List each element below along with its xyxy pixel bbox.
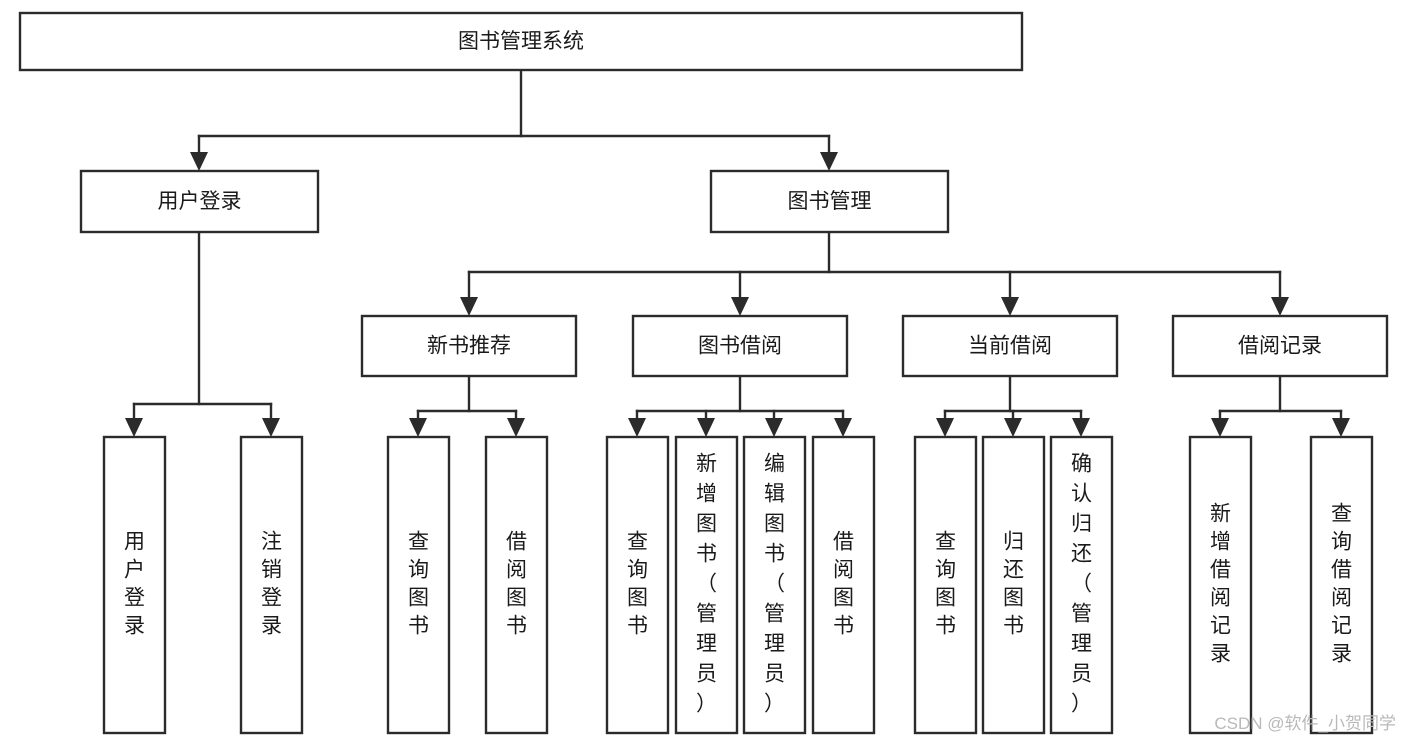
- connector-book-management-bus: [460, 230, 1289, 316]
- node-label: 新增借阅记录: [1210, 503, 1231, 666]
- node-user-login[interactable]: 用户登录: [79, 169, 320, 234]
- node-box-book-management[interactable]: [709, 169, 950, 234]
- connector-user-login-bus: [125, 230, 280, 437]
- arrow-head-icon: [1271, 297, 1289, 316]
- node-box-new-book-recommend[interactable]: [360, 314, 578, 378]
- arrow-head-icon: [820, 152, 838, 171]
- node-label: 图书管理: [788, 190, 872, 213]
- arrow-head-icon: [731, 297, 749, 316]
- node-label: 编辑图书（管理员）: [764, 453, 785, 716]
- node-borrow-record[interactable]: 借阅记录: [1171, 314, 1389, 378]
- arrow-head-icon: [409, 418, 427, 437]
- node-label: 查询图书: [935, 531, 956, 638]
- arrow-head-icon: [1004, 418, 1022, 437]
- arrow-head-icon: [1211, 418, 1229, 437]
- node-label: 新增图书（管理员）: [696, 453, 717, 716]
- node-leaf-query-borrow-record[interactable]: 查询借阅记录: [1309, 435, 1374, 735]
- node-book-management[interactable]: 图书管理: [709, 169, 950, 234]
- node-leaf-logout[interactable]: 注销登录: [239, 435, 304, 735]
- arrow-head-icon: [697, 418, 715, 437]
- node-label: 借阅图书: [833, 531, 854, 638]
- node-box-leaf-return-book[interactable]: [981, 435, 1046, 735]
- connector-current-borrow-bus: [936, 374, 1090, 437]
- node-label: 用户登录: [124, 531, 145, 638]
- node-label: 用户登录: [158, 190, 242, 213]
- node-box-leaf-confirm-return[interactable]: [1049, 435, 1114, 735]
- node-label: 注销登录: [261, 531, 282, 638]
- node-label: 图书借阅: [698, 335, 782, 358]
- node-label: 当前借阅: [968, 335, 1052, 358]
- node-book-borrow[interactable]: 图书借阅: [631, 314, 849, 378]
- node-label: 确认归还（管理员）: [1071, 453, 1092, 716]
- node-box-leaf-query-book-rec[interactable]: [386, 435, 451, 735]
- node-label: 借阅图书: [506, 531, 527, 638]
- arrow-head-icon: [125, 418, 143, 437]
- node-box-leaf-borrow-book-rec[interactable]: [484, 435, 549, 735]
- node-leaf-borrow-book-rec[interactable]: 借阅图书: [484, 435, 549, 735]
- node-leaf-query-book-current[interactable]: 查询图书: [913, 435, 978, 735]
- connector-root-bus: [190, 68, 838, 171]
- node-label: 图书管理系统: [458, 30, 584, 53]
- node-leaf-return-book[interactable]: 归还图书: [981, 435, 1046, 735]
- node-box-borrow-record[interactable]: [1171, 314, 1389, 378]
- node-current-borrow[interactable]: 当前借阅: [901, 314, 1119, 378]
- arrow-head-icon: [1072, 418, 1090, 437]
- node-leaf-add-book[interactable]: 新增图书（管理员）: [674, 435, 739, 735]
- node-box-leaf-add-book[interactable]: [674, 435, 739, 735]
- node-box-leaf-add-borrow-record[interactable]: [1188, 435, 1253, 735]
- node-leaf-user-login[interactable]: 用户登录: [102, 435, 167, 735]
- node-new-book-recommend[interactable]: 新书推荐: [360, 314, 578, 378]
- node-box-leaf-logout[interactable]: [239, 435, 304, 735]
- arrow-head-icon: [507, 418, 525, 437]
- node-label: 归还图书: [1003, 531, 1024, 638]
- node-leaf-add-borrow-record[interactable]: 新增借阅记录: [1188, 435, 1253, 735]
- arrow-head-icon: [262, 418, 280, 437]
- node-box-leaf-user-login[interactable]: [102, 435, 167, 735]
- node-label: 新书推荐: [427, 335, 511, 358]
- node-label: 查询图书: [627, 531, 648, 638]
- node-box-leaf-edit-book[interactable]: [742, 435, 807, 735]
- node-box-leaf-query-borrow-record[interactable]: [1309, 435, 1374, 735]
- node-label: 查询借阅记录: [1331, 503, 1352, 666]
- node-box-leaf-query-book-current[interactable]: [913, 435, 978, 735]
- node-box-leaf-borrow-book[interactable]: [811, 435, 876, 735]
- arrow-head-icon: [1332, 418, 1350, 437]
- arrow-head-icon: [460, 297, 478, 316]
- node-leaf-query-book-borrow[interactable]: 查询图书: [605, 435, 670, 735]
- arrow-head-icon: [1001, 297, 1019, 316]
- node-leaf-query-book-rec[interactable]: 查询图书: [386, 435, 451, 735]
- connectors-layer: [125, 68, 1350, 437]
- node-label: 查询图书: [408, 531, 429, 638]
- arrow-head-icon: [190, 152, 208, 171]
- csdn-watermark: CSDN @软件_小贺同学: [1214, 714, 1396, 733]
- node-box-user-login[interactable]: [79, 169, 320, 234]
- arrow-head-icon: [765, 418, 783, 437]
- connector-book-borrow-bus: [628, 374, 852, 437]
- node-box-leaf-query-book-borrow[interactable]: [605, 435, 670, 735]
- connector-borrow-record-bus: [1211, 374, 1350, 437]
- node-box-current-borrow[interactable]: [901, 314, 1119, 378]
- arrow-head-icon: [628, 418, 646, 437]
- node-leaf-edit-book[interactable]: 编辑图书（管理员）: [742, 435, 807, 735]
- node-leaf-confirm-return[interactable]: 确认归还（管理员）: [1049, 435, 1114, 735]
- arrow-head-icon: [834, 418, 852, 437]
- arrow-head-icon: [936, 418, 954, 437]
- nodes-layer: 图书管理系统用户登录图书管理新书推荐图书借阅当前借阅借阅记录用户登录注销登录查询…: [18, 11, 1389, 735]
- connector-new-book-recommend-bus: [409, 374, 525, 437]
- node-box-root[interactable]: [18, 11, 1024, 72]
- node-box-book-borrow[interactable]: [631, 314, 849, 378]
- node-label: 借阅记录: [1238, 335, 1322, 358]
- node-leaf-borrow-book[interactable]: 借阅图书: [811, 435, 876, 735]
- node-root[interactable]: 图书管理系统: [18, 11, 1024, 72]
